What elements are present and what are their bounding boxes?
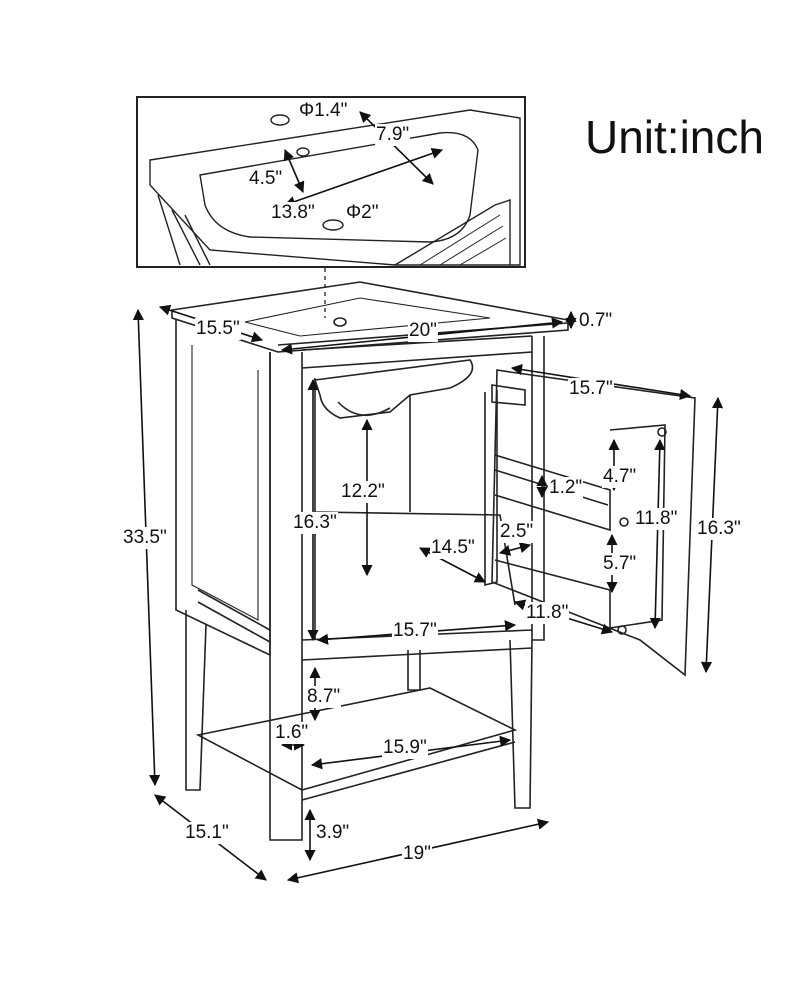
label-rack-gap: 1.2" [548,477,584,499]
label-rack-lower: 5.7" [602,553,638,575]
dim-line-rack-height [649,438,666,630]
label-cabinet-inner-depth: 14.5" [430,537,476,559]
label-rack-width: 11.8" [525,602,570,624]
unit-title: Unit:inch [585,111,764,163]
label-basin-depth: 4.5" [248,168,284,190]
left-rear-leg [185,610,207,791]
label-drain-hole: Φ2" [345,202,380,224]
inset-basin-outline [199,131,479,243]
inset-faucet-hole [296,147,310,157]
label-cabinet-inner-height: 16.3" [292,512,338,534]
rack-screw-upper [657,427,667,437]
rack-screw-middle [619,517,629,527]
right-front-leg [509,639,533,809]
label-top-depth: 15.5" [195,318,241,340]
label-leg-height: 3.9" [315,822,351,844]
inset-dimension-lines [283,111,444,207]
label-cabinet-inner-width: 15.7" [392,620,438,642]
label-overflow-hole: Φ1.4" [298,100,349,122]
label-base-depth: 15.1" [184,822,230,844]
label-total-height: 33.5" [122,527,168,549]
inset-frame [136,96,526,268]
label-top-width: 20" [408,320,438,342]
label-rack-height: 11.8" [634,508,679,530]
label-shelf-inset: 1.6" [274,722,310,744]
label-open-shelf-height: 8.7" [306,686,342,708]
label-base-width: 19" [402,843,432,865]
countertop-basin-rim [244,297,491,337]
inset-cabinet-left-edge [157,194,211,266]
left-side-inner-panel [191,345,259,621]
inset-overflow-hole [270,114,290,126]
label-rack-upper: 4.7" [602,466,638,488]
label-basin-length: 13.8" [270,202,316,224]
label-shelf-width: 15.9" [382,737,428,759]
front-left-post [269,352,303,841]
sink-bowl [313,359,474,419]
inset-drain-hole [322,219,344,231]
label-rack-depth: 2.5" [499,521,535,543]
label-door-width: 15.7" [568,378,614,400]
inset-countertop-outline [149,109,521,266]
door-inner-edge [484,390,498,587]
dim-line-rack-depth [498,542,532,556]
inset-door-grooves [419,214,507,266]
lower-side-rail [197,589,271,643]
rack-screw-lower [617,625,627,635]
sink-drain [337,401,391,416]
label-door-height: 16.3" [696,518,742,540]
label-top-thickness: 0.7" [578,310,614,332]
right-rear-leg [407,650,421,691]
label-basin-clearance: 12.2" [340,481,386,503]
label-basin-width: 7.9" [375,124,411,146]
inset-panel [136,96,526,268]
faucet-hole [333,317,347,327]
inset-door-panel [394,199,511,266]
bottom-shelf [195,687,518,791]
open-door [491,369,696,677]
dimension-lines [132,304,724,884]
